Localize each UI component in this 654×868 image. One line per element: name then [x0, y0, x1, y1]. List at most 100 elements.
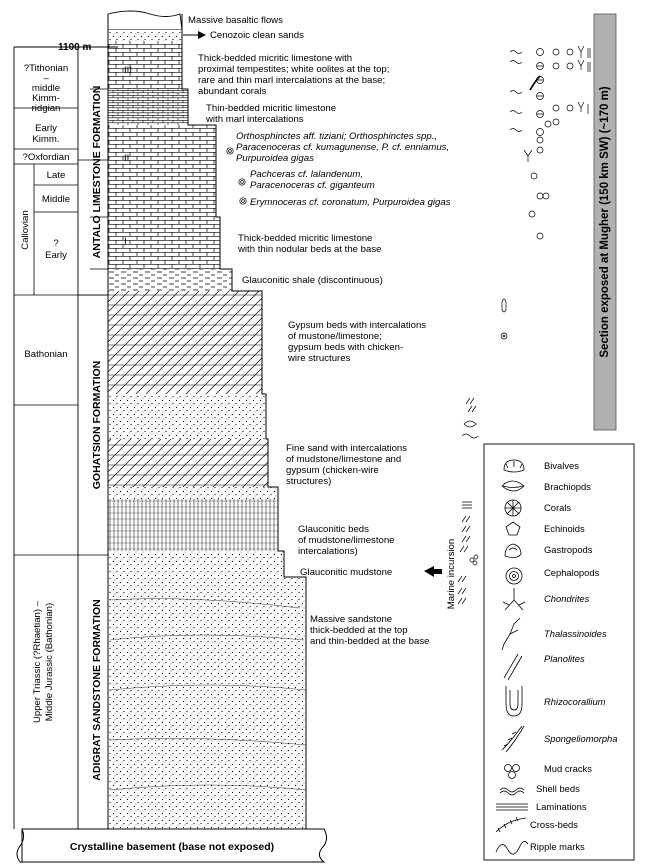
early-label-q: ?	[53, 238, 58, 249]
basalt-label: Massive basaltic flows	[188, 15, 283, 26]
ammonite-icon	[226, 147, 247, 205]
legend-label: Echinoids	[544, 523, 585, 534]
fine-sand-description: Fine sand with intercalations of mudston…	[286, 443, 407, 487]
svg-text:ridgian: ridgian	[32, 103, 61, 114]
svg-text:rare and thin marl intercalati: rare and thin marl intercalations at the…	[198, 75, 385, 86]
bathonian-label: Bathonian	[24, 349, 67, 360]
svg-text:Thick-bedded micritic limeston: Thick-bedded micritic limestone with	[198, 53, 352, 64]
svg-text:gypsum beds with chicken-: gypsum beds with chicken-	[288, 342, 403, 353]
cephalopod-icon	[505, 567, 523, 585]
legend-label: Cephalopods	[544, 567, 600, 578]
gohatsion-formation-label: GOHATSION FORMATION	[91, 361, 103, 490]
glauconitic-shale	[108, 269, 232, 291]
svg-text:middle: middle	[32, 83, 60, 94]
legend-label: Rhizocorallium	[544, 696, 606, 707]
svg-text:Massive sandstone: Massive sandstone	[310, 614, 392, 625]
legend-label: Spongeliomorpha	[544, 733, 618, 744]
laminations-icon	[496, 803, 528, 811]
late-label: Late	[47, 170, 66, 181]
legend-label: Shell beds	[536, 783, 580, 794]
unit3-description: Thick-bedded micritic limestone with pro…	[198, 53, 389, 97]
unit1-description: Thick-bedded micritic limestone with thi…	[237, 233, 381, 255]
svg-text:thick-bedded at the top: thick-bedded at the top	[310, 625, 408, 636]
svg-text:with marl intercalations: with marl intercalations	[205, 114, 304, 125]
oxfordian-label: ?Oxfordian	[23, 152, 70, 163]
fossils-c: Erymnoceras cf. coronatum, Purpuroidea g…	[250, 197, 451, 208]
middle-label: Middle	[42, 194, 70, 205]
adigrat-formation-label: ADIGRAT SANDSTONE FORMATION	[91, 599, 103, 780]
svg-text:?Tithonian: ?Tithonian	[24, 63, 68, 74]
svg-text:intercalations): intercalations)	[298, 546, 358, 557]
thin-bedded-limestone	[108, 89, 188, 125]
sandstone-description: Massive sandstone thick-bedded at the to…	[310, 614, 430, 647]
unit-iii-limestone	[108, 41, 182, 89]
legend-icons	[495, 459, 529, 855]
echinoid-icon	[505, 521, 521, 536]
legend-label: Gastropods	[544, 544, 593, 555]
svg-text:abundant corals: abundant corals	[198, 86, 266, 97]
rhizocorallium-icon	[505, 686, 523, 717]
thin-bedded-description: Thin-bedded micritic limestone with marl…	[205, 103, 336, 125]
svg-text:of mudstone/limestone: of mudstone/limestone	[298, 535, 395, 546]
unit-iii: III	[124, 65, 132, 76]
adigrat-sandstone	[108, 577, 306, 829]
bivalve-icon	[503, 459, 525, 473]
jurassic-label: Middle Jurassic (Bathonian)	[44, 603, 55, 721]
unit-ii-limestone	[108, 125, 216, 217]
svg-text:Paracenoceras cf. kumagunense,: Paracenoceras cf. kumagunense, P. cf. en…	[236, 142, 449, 153]
coral-icon	[504, 499, 522, 517]
svg-text:Thin-bedded micritic limestone: Thin-bedded micritic limestone	[206, 103, 336, 114]
gypsum-description: Gypsum beds with intercalations of musto…	[287, 320, 426, 364]
basement-label: Crystalline basement (base not exposed)	[70, 841, 274, 853]
glauconitic-beds-description: Glauconitic beds of mudstone/limestone i…	[298, 524, 395, 557]
marine-incursion-label: Marine incursion	[446, 539, 457, 609]
legend-label: Thalassinoides	[544, 628, 607, 639]
legend-label: Cross-beds	[530, 819, 578, 830]
section-note-box	[593, 13, 617, 431]
fossil-symbols	[457, 45, 591, 605]
early-label: Early	[45, 250, 67, 261]
section-note: Section exposed at Mugher (150 km SW) (~…	[599, 86, 611, 357]
svg-text:Purpuroidea gigas: Purpuroidea gigas	[236, 153, 314, 164]
antalo-formation-label: ANTALO LIMESTONE FORMATION	[91, 86, 103, 259]
legend-label: Planolites	[544, 653, 585, 664]
glauconitic-mudstone-description: Glauconitic mudstone	[300, 567, 392, 578]
ripple-marks-icon	[495, 841, 529, 855]
cenozoic-label: Cenozoic clean sands	[210, 30, 304, 41]
svg-text:proximal tempestites; white oo: proximal tempestites; white oolites at t…	[198, 64, 389, 75]
svg-text:Orthosphinctes aff. tiziani; O: Orthosphinctes aff. tiziani; Orthosphinc…	[236, 131, 437, 142]
svg-text:Fine sand with intercalations: Fine sand with intercalations	[286, 443, 407, 454]
svg-text:of mustone/limestone;: of mustone/limestone;	[288, 331, 382, 342]
svg-text:of mudstone/limestone and: of mudstone/limestone and	[286, 454, 401, 465]
cenozoic-arrow	[198, 31, 206, 39]
svg-text:gypsum (chicken-wire: gypsum (chicken-wire	[286, 465, 379, 476]
svg-text:–: –	[43, 73, 49, 84]
svg-text:structures): structures)	[286, 476, 331, 487]
height-mark: 1100 m	[58, 42, 91, 53]
legend-label: Bivalves	[544, 460, 579, 471]
fine-sand	[108, 394, 266, 439]
planolites-icon	[503, 653, 523, 681]
fossils-a: Orthosphinctes aff. tiziani; Orthosphinc…	[236, 131, 449, 164]
chondrites-icon	[502, 588, 526, 611]
legend-label: Chondrites	[544, 593, 590, 604]
early-kimm-label-2: Kimm.	[32, 134, 59, 145]
svg-text:wire structures: wire structures	[287, 353, 351, 364]
basalt-layer	[107, 10, 183, 31]
svg-text:Glauconitic beds: Glauconitic beds	[298, 524, 369, 535]
svg-text:and thin-bedded at the base: and thin-bedded at the base	[310, 636, 430, 647]
cross-beds-icon	[495, 816, 527, 833]
triassic-label: Upper Triassic (?Rhaetian) –	[32, 600, 43, 723]
cenozoic-sand-layer	[108, 30, 182, 41]
legend-labels: Bivalves Brachiopds Corals Echinoids Gas…	[530, 460, 618, 852]
fine-sand-intercalations	[108, 439, 268, 487]
callovian-label: Callovian	[20, 210, 31, 249]
svg-text:Pachceras cf. lalandenum,: Pachceras cf. lalandenum,	[250, 169, 363, 180]
svg-text:Gypsum beds with intercalation: Gypsum beds with intercalations	[288, 320, 426, 331]
tithonian-label: ?Tithonian – middle Kimm- ridgian	[24, 63, 68, 114]
early-kimm-label: Early	[35, 123, 57, 134]
svg-text:Kimm-: Kimm-	[32, 93, 60, 104]
spongeliomorpha-icon	[501, 725, 525, 753]
